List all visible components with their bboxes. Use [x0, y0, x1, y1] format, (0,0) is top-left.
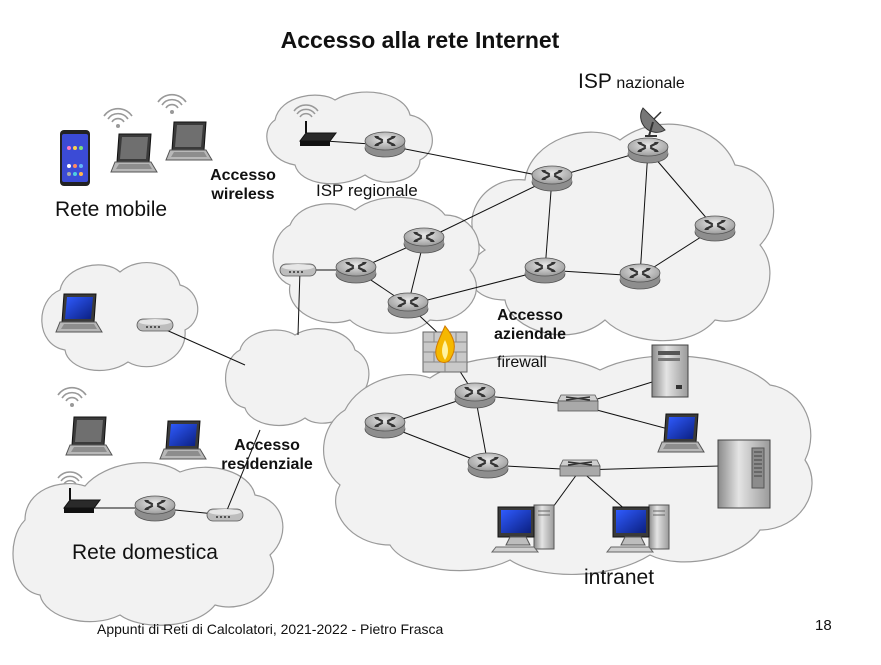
modem-icon: [136, 318, 174, 332]
modem-icon: [279, 263, 317, 277]
firewall-label: firewall: [497, 354, 547, 371]
laptop-icon: [110, 133, 158, 173]
satellite-dish-icon: [640, 107, 666, 137]
firewall-icon: [422, 325, 468, 373]
router-icon: [530, 164, 574, 193]
server-icon: [651, 344, 689, 398]
modem-icon: [206, 508, 244, 522]
rete-domestica-label: Rete domestica: [72, 541, 218, 564]
router-icon: [693, 214, 737, 243]
switch-icon: [559, 459, 601, 477]
router-icon: [386, 291, 430, 320]
isp-nazionale-main: ISP: [578, 70, 612, 93]
router-icon: [363, 411, 407, 440]
switch-icon: [557, 394, 599, 412]
router-icon: [626, 136, 670, 165]
router-icon: [618, 262, 662, 291]
router-icon: [133, 494, 177, 523]
accesso-aziendale-label: Accesso aziendale: [490, 306, 570, 344]
laptop-icon: [165, 121, 213, 161]
server-icon: [717, 439, 771, 509]
router-icon: [453, 381, 497, 410]
accesso-wireless-line2: wireless: [211, 186, 275, 203]
intranet-label: intranet: [584, 566, 655, 589]
isp-regionale-label: ISP regionale: [316, 181, 418, 200]
footer-text: Appunti di Reti di Calcolatori, 2021-202…: [97, 621, 444, 637]
accesso-aziendale-line1: Accesso: [497, 307, 563, 324]
laptop-icon: [159, 420, 207, 460]
router-icon: [334, 256, 378, 285]
wifi-signal-icon: [57, 386, 87, 408]
accesso-wireless-line1: Accesso: [210, 167, 276, 184]
wifi-signal-icon: [157, 93, 187, 115]
isp-nazionale-sub: nazionale: [616, 75, 685, 92]
accesso-wireless-label: Accesso wireless: [203, 166, 283, 204]
slide-title: Accesso alla rete Internet: [280, 27, 560, 53]
wifi-signal-icon: [103, 107, 133, 129]
page-number: 18: [815, 617, 832, 634]
router-icon: [466, 451, 510, 480]
isp-nazionale-label: ISP nazionale: [578, 70, 685, 94]
router-icon: [523, 256, 567, 285]
accesso-residenziale-line2: residenziale: [221, 456, 313, 473]
router-icon: [402, 226, 446, 255]
laptop-icon: [65, 416, 113, 456]
rete-mobile-label: Rete mobile: [55, 198, 168, 221]
smartphone-icon: [60, 130, 90, 186]
accesso-residenziale-label: Accesso residenziale: [212, 436, 322, 474]
accesso-residenziale-line1: Accesso: [234, 437, 300, 454]
accesso-aziendale-line2: aziendale: [493, 326, 567, 343]
isp-regionale-router: [363, 130, 407, 159]
